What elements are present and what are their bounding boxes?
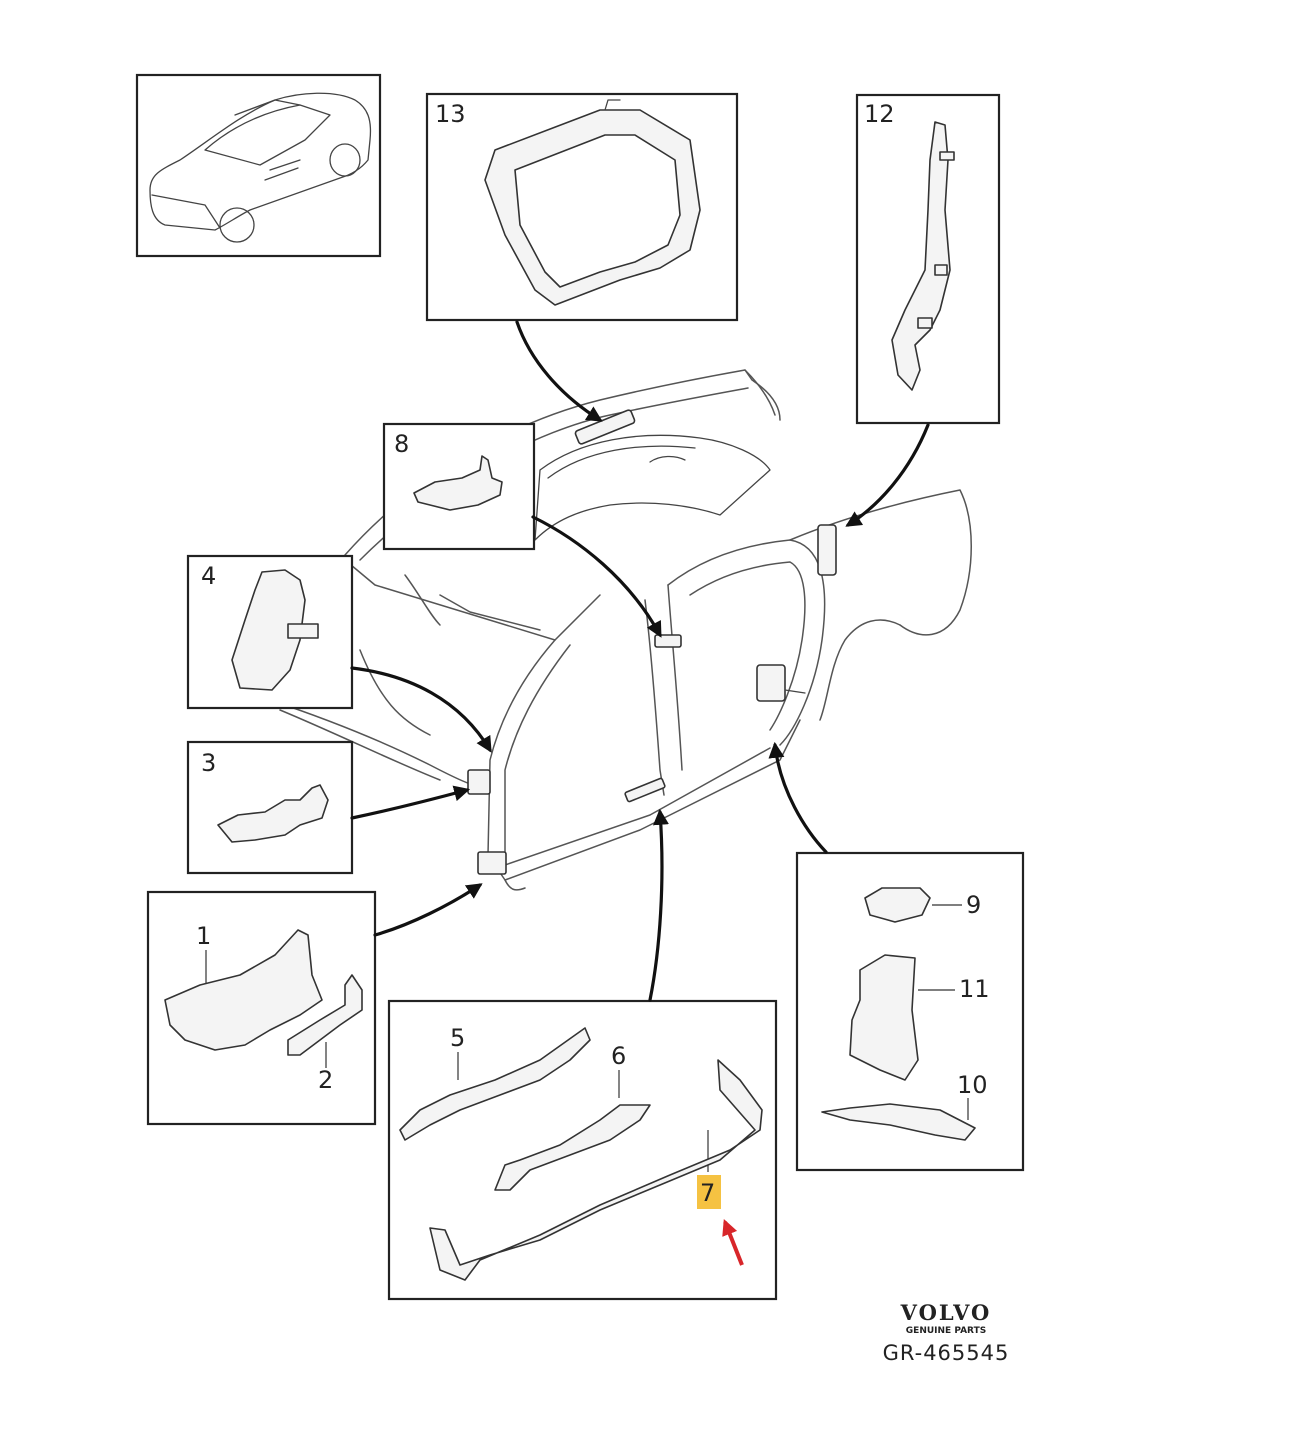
callout-number-4: 4 xyxy=(201,562,216,590)
callout-number-5: 5 xyxy=(450,1024,465,1052)
footer-branding: VOLVO GENUINE PARTS GR-465545 xyxy=(883,1300,1010,1365)
reference-car-thumbnail xyxy=(135,73,382,258)
callout-number-8: 8 xyxy=(394,430,409,458)
callout-box-1-2: 1 2 xyxy=(146,890,377,1126)
diagram-code: GR-465545 xyxy=(883,1341,1010,1365)
callout-box-4: 4 xyxy=(186,554,354,710)
callout-number-10: 10 xyxy=(957,1071,988,1099)
callout-box-8: 8 xyxy=(382,422,536,551)
callout-number-13: 13 xyxy=(435,100,466,128)
highlight-arrow xyxy=(722,1219,744,1266)
callout-number-7: 7 xyxy=(700,1179,715,1207)
callout-box-3: 3 xyxy=(186,740,354,875)
callout-number-3: 3 xyxy=(201,749,216,777)
callout-number-6: 6 xyxy=(611,1042,626,1070)
highlight-7 xyxy=(697,1175,721,1209)
callout-box-5-6-7: 5 6 7 xyxy=(387,999,778,1301)
callout-number-9: 9 xyxy=(966,891,981,919)
callout-number-11: 11 xyxy=(959,975,990,1003)
callout-number-1: 1 xyxy=(196,922,211,950)
callout-box-13: 13 xyxy=(425,92,739,322)
brand-subtitle: GENUINE PARTS xyxy=(906,1326,986,1336)
callout-number-2: 2 xyxy=(318,1066,333,1094)
callout-box-9-10-11: 9 11 10 xyxy=(795,851,1025,1172)
leader-arrows xyxy=(350,320,930,1002)
brand-logo-text: VOLVO xyxy=(900,1300,992,1325)
callout-box-12: 12 xyxy=(855,93,1001,425)
callout-number-12: 12 xyxy=(864,100,895,128)
